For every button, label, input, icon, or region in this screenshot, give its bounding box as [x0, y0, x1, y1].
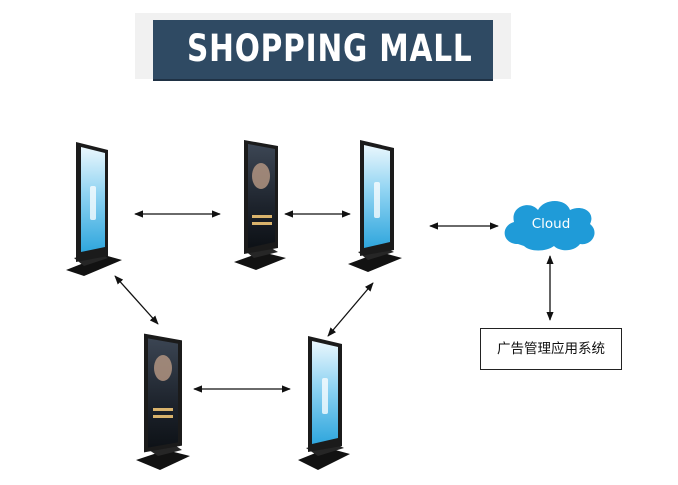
cloud-label: Cloud: [531, 216, 571, 232]
ad-management-system-label: 广告管理应用系统: [497, 341, 605, 357]
kiosk-5: [298, 336, 350, 470]
cloud-icon: [504, 201, 595, 251]
ad-management-system-box: 广告管理应用系统: [480, 328, 622, 370]
kiosk-1: [66, 142, 122, 276]
connections: [114, 210, 554, 393]
link-kiosk3-kiosk5: [327, 282, 374, 337]
kiosk-2: [234, 140, 286, 270]
kiosk-4: [136, 333, 190, 470]
link-kiosk1-kiosk4: [114, 275, 159, 325]
banner-title: SHOPPING MALL: [187, 27, 473, 70]
kiosk-3: [348, 140, 402, 272]
banner-sign: SHOPPING MALL: [153, 20, 493, 81]
banner: SHOPPING MALL: [135, 13, 511, 81]
